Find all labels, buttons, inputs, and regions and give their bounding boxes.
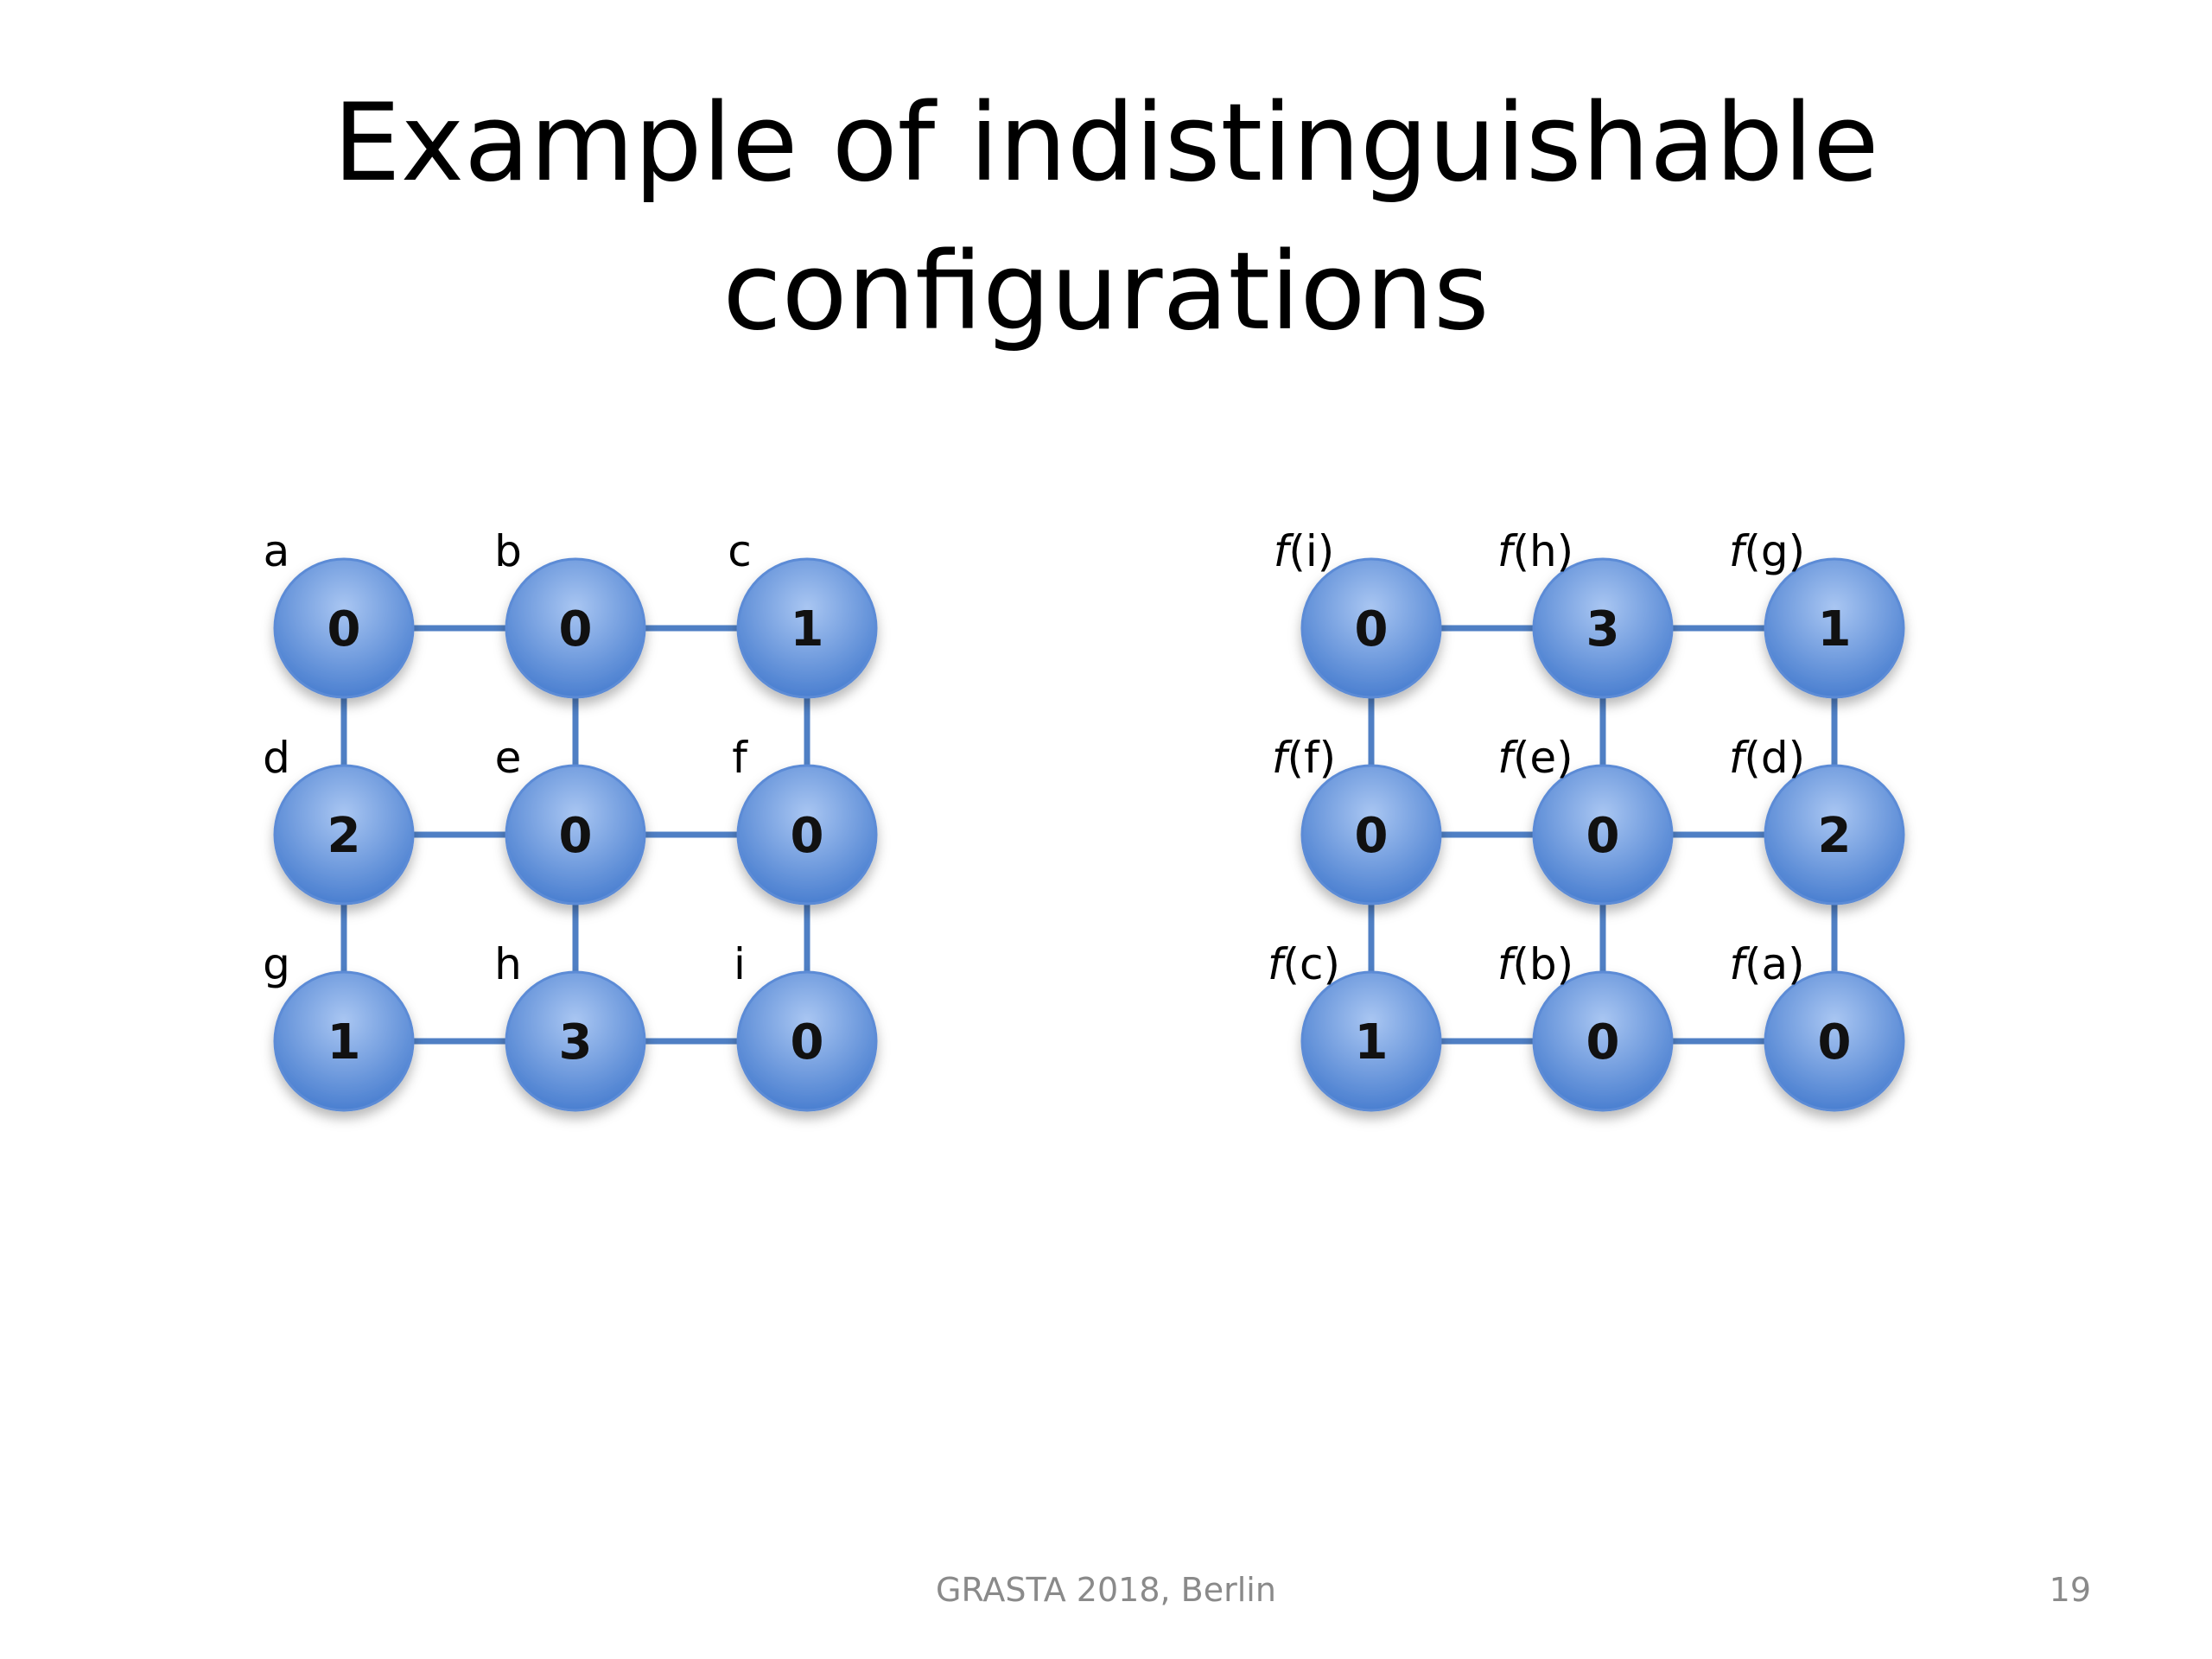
node-value: 2 — [1818, 808, 1852, 864]
graphs-layer: 0a0b1c2d0e0f1g3h0i0f(i)3f(h)1f(g)0f(f)0f… — [263, 526, 1905, 1112]
graph-node: 0f — [732, 733, 878, 906]
graph-node: 1c — [728, 526, 878, 699]
slide-title: Example of indistinguishable configurati… — [0, 69, 2212, 366]
graph-node: 1 f(g) — [1729, 526, 1905, 699]
node-label: g — [263, 939, 290, 989]
page-number: 19 — [2049, 1571, 2091, 1609]
graph-node: 0 f(b) — [1497, 939, 1674, 1112]
footer-text: GRASTA 2018, Berlin — [936, 1571, 1276, 1609]
graph-node: 1 f(c) — [1268, 939, 1442, 1112]
node-circle — [1300, 764, 1442, 906]
node-circle — [505, 764, 646, 906]
node-label: f(f) — [1272, 733, 1336, 783]
slide-title-line-2: configurations — [722, 230, 1490, 354]
node-value: 0 — [1586, 808, 1620, 864]
node-label: i — [734, 939, 746, 989]
node-value: 1 — [327, 1014, 361, 1071]
graph-node: 0a — [264, 526, 415, 699]
node-label: d — [263, 733, 290, 783]
graph-node: 2 f(d) — [1729, 733, 1905, 906]
graph-node: 0 f(a) — [1729, 939, 1905, 1112]
node-value: 0 — [791, 1014, 824, 1071]
graph-node: 0 f(i) — [1274, 526, 1442, 699]
graph-node: 0b — [494, 526, 646, 699]
node-label: b — [494, 526, 522, 576]
graph-node: 0e — [495, 733, 646, 906]
graph-node: 0 f(e) — [1497, 733, 1674, 906]
node-value: 0 — [791, 808, 824, 864]
slide-title-line-1: Example of indistinguishable — [333, 81, 1879, 206]
node-circle — [1532, 764, 1674, 906]
node-label: f — [732, 733, 748, 783]
node-value: 0 — [327, 601, 361, 658]
graph-node: 0 f(f) — [1272, 733, 1442, 906]
node-circle — [1300, 557, 1442, 699]
node-value: 2 — [327, 808, 361, 864]
node-circle — [505, 557, 646, 699]
node-value: 0 — [559, 601, 593, 658]
node-label: f(g) — [1729, 526, 1805, 576]
graph-node: 1g — [263, 939, 415, 1112]
node-circle — [1300, 970, 1442, 1112]
graph-node: 0i — [734, 939, 878, 1112]
node-circle — [736, 970, 878, 1112]
node-label: f(i) — [1274, 526, 1335, 576]
node-circle — [1764, 970, 1905, 1112]
node-value: 0 — [1818, 1014, 1852, 1071]
node-circle — [273, 970, 415, 1112]
node-label: f(a) — [1729, 939, 1804, 989]
node-value: 1 — [791, 601, 824, 658]
node-value: 0 — [1355, 808, 1389, 864]
node-value: 1 — [1355, 1014, 1389, 1071]
node-circle — [273, 557, 415, 699]
node-value: 0 — [1355, 601, 1389, 658]
node-circle — [1764, 764, 1905, 906]
graph-node: 2d — [263, 733, 415, 906]
node-circle — [1532, 557, 1674, 699]
node-circle — [1532, 970, 1674, 1112]
node-circle — [1764, 557, 1905, 699]
node-value: 0 — [559, 808, 593, 864]
node-label: f(d) — [1729, 733, 1805, 783]
node-circle — [736, 557, 878, 699]
node-label: h — [494, 939, 522, 989]
node-value: 0 — [1586, 1014, 1620, 1071]
node-label: f(e) — [1497, 733, 1573, 783]
node-circle — [736, 764, 878, 906]
node-circle — [505, 970, 646, 1112]
node-label: a — [264, 526, 290, 576]
graph-node: 3h — [494, 939, 646, 1112]
node-circle — [273, 764, 415, 906]
node-label: c — [728, 526, 752, 576]
node-label: f(b) — [1497, 939, 1573, 989]
node-value: 3 — [1586, 601, 1620, 658]
node-value: 1 — [1818, 601, 1852, 658]
node-label: f(h) — [1497, 526, 1573, 576]
node-label: f(c) — [1268, 939, 1340, 989]
node-value: 3 — [559, 1014, 593, 1071]
node-label: e — [495, 733, 522, 783]
graph-node: 3 f(h) — [1497, 526, 1674, 699]
right-configuration: 0 f(i) 3 f(h) 1 f(g) 0 f(f) 0 f(e) 2 f(d) 1 f(c) 0 f(b)… — [1268, 526, 1905, 1112]
